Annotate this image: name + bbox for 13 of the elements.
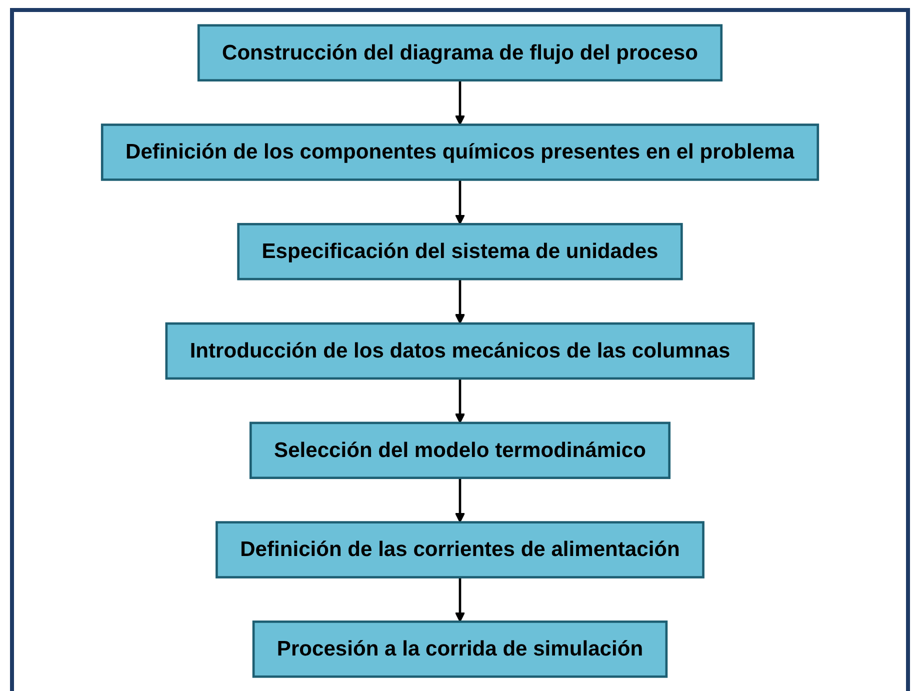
arrow: [454, 378, 466, 424]
arrow: [454, 279, 466, 324]
node-box: Introducción de los datos mecánicos de las columnas: [165, 322, 755, 380]
arrow: [454, 577, 466, 622]
arrow: [454, 478, 466, 523]
node-box: Definición de los componentes químicos presentes en el problema: [100, 124, 820, 181]
arrow: [454, 180, 466, 225]
node-box: Construcción del diagrama de flujo del proceso: [197, 24, 723, 82]
node-box: Especificación del sistema de unidades: [237, 222, 683, 280]
node-box: Selección del modelo termodinámico: [249, 422, 671, 480]
node-box: Procesión a la corrida de simulación: [252, 620, 668, 678]
arrow: [454, 80, 466, 126]
node-box: Definición de las corrientes de alimentación: [216, 521, 704, 578]
